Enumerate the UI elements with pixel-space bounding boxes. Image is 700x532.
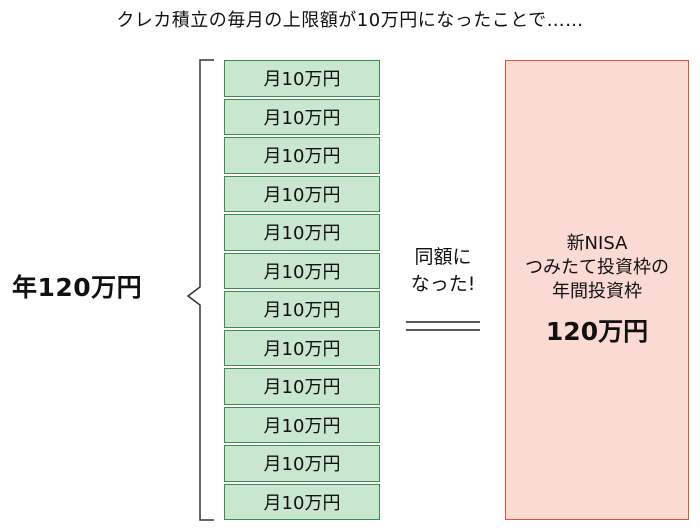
nisa-box: 新NISA つみたて投資枠の 年間投資枠 120万円 <box>505 60 689 520</box>
same-amount-line2: なった! <box>410 273 476 295</box>
monthly-cell: 月10万円 <box>224 214 380 251</box>
nisa-line1: 新NISA <box>566 233 628 254</box>
nisa-line2: つみたて投資枠の <box>525 257 669 278</box>
monthly-cell: 月10万円 <box>224 291 380 328</box>
monthly-cell: 月10万円 <box>224 445 380 482</box>
monthly-cell: 月10万円 <box>224 98 380 135</box>
diagram-title: クレカ積立の毎月の上限額が10万円になったことで…… <box>116 10 584 31</box>
nisa-line3: 年間投資枠 <box>552 281 642 302</box>
monthly-cell: 月10万円 <box>224 252 380 289</box>
monthly-cell: 月10万円 <box>224 329 380 366</box>
monthly-cell: 月10万円 <box>224 368 380 405</box>
annual-total-label: 年120万円 <box>12 273 143 302</box>
monthly-stack: 月10万円 月10万円 月10万円 月10万円 月10万円 月10万円 月10万… <box>224 60 380 520</box>
monthly-cell: 月10万円 <box>224 137 380 174</box>
same-amount-line1: 同額に <box>414 246 472 268</box>
same-amount-label: 同額に なった! <box>398 244 488 298</box>
monthly-cell: 月10万円 <box>224 60 380 97</box>
monthly-cell: 月10万円 <box>224 483 380 520</box>
monthly-cell: 月10万円 <box>224 175 380 212</box>
nisa-amount: 120万円 <box>545 317 649 346</box>
equals-sign <box>406 321 480 331</box>
monthly-cell: 月10万円 <box>224 406 380 443</box>
